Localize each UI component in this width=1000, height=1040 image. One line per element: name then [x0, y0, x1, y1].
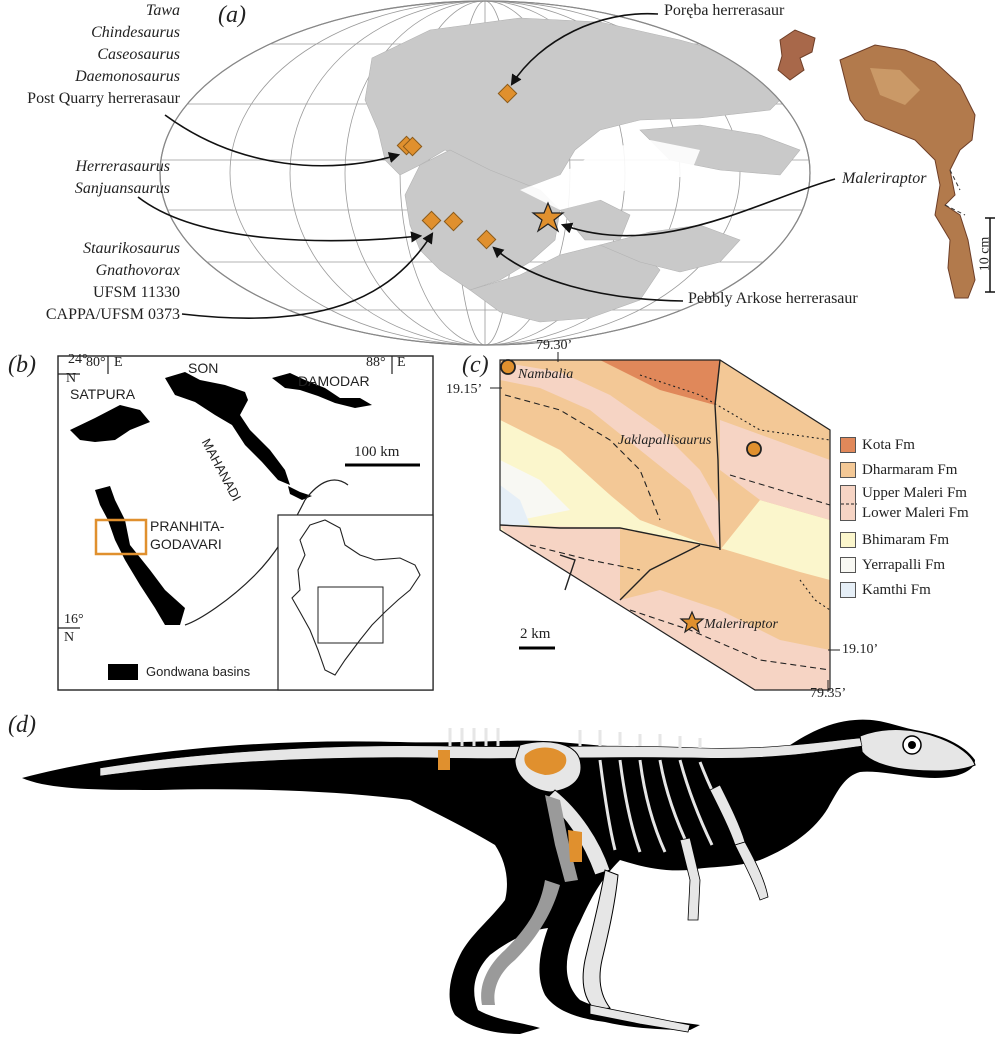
legend-kota: Kota Fm: [840, 435, 915, 455]
lon-80-e: E: [114, 355, 123, 370]
legend-dharmaram: Dharmaram Fm: [840, 460, 957, 480]
panel-d-letter: (d): [8, 712, 36, 738]
label-sanjuansaurus: Sanjuansaurus: [74, 180, 170, 197]
panel-a-letter: (a): [218, 2, 246, 28]
scale-2km: 2 km: [520, 626, 551, 642]
panel-c-letter: (c): [462, 352, 489, 378]
legend-kamthi: Kamthi Fm: [840, 580, 931, 600]
label-caseosaurus: Caseosaurus: [97, 46, 180, 63]
label-chindesaurus: Chindesaurus: [91, 24, 180, 41]
lon-79-30: 79.30’: [536, 338, 573, 353]
label-pebbly: Pebbly Arkose herrerasaur: [688, 290, 858, 307]
basin-satpura: SATPURA: [70, 386, 136, 402]
legend-text-bhimaram: Bhimaram Fm: [862, 531, 950, 548]
legend-text-kamthi: Kamthi Fm: [862, 581, 931, 598]
site-maleriraptor: Maleriraptor: [704, 617, 778, 632]
lat-19-15: 19.15’: [446, 382, 483, 397]
site-jaklapallisaurus: Jaklapallisaurus: [618, 433, 712, 448]
basin-pranhita: PRANHITA-: [150, 518, 225, 534]
label-daemonosaurus: Daemonosaurus: [75, 68, 180, 85]
legend-swatch-kota: [840, 437, 856, 453]
site-nambalia: Nambalia: [518, 367, 574, 382]
label-maleriraptor-a: Maleriraptor: [842, 170, 927, 187]
lon-88: 88°: [366, 355, 386, 370]
label-gnathovorax: Gnathovorax: [95, 262, 180, 279]
legend-swatch-bhimaram: [840, 532, 856, 548]
lon-79-35: 79.35’: [810, 686, 847, 701]
legend-swatch-kamthi: [840, 582, 856, 598]
label-tawa: Tawa: [145, 2, 180, 19]
label-ufsm-11330: UFSM 11330: [93, 284, 180, 301]
label-poreba: Poręba herrerasaur: [664, 2, 785, 19]
legend-text-kota: Kota Fm: [862, 436, 915, 453]
basin-damodar: DAMODAR: [298, 373, 370, 389]
lat-16-n: N: [64, 630, 75, 645]
lon-88-e: E: [397, 355, 406, 370]
legend-swatch-dharmaram: [840, 462, 856, 478]
lat-19-10: 19.10’: [842, 642, 879, 657]
basin-godavari: GODAVARI: [150, 536, 222, 552]
scale-100km: 100 km: [354, 444, 400, 460]
basin-son: SON: [188, 360, 219, 376]
legend-text-dharmaram: Dharmaram Fm: [862, 461, 958, 478]
legend-swatch-maleri: [840, 485, 857, 521]
label-staurikosaurus: Staurikosaurus: [83, 240, 180, 257]
legend-text-lower-maleri: Lower Maleri Fm: [862, 505, 969, 521]
legend-text-upper-maleri: Upper Maleri Fm: [862, 485, 967, 501]
lat-24-n: N: [66, 371, 77, 386]
legend-swatch-yerrapalli: [840, 557, 856, 573]
lat-24: 24°: [68, 352, 88, 367]
legend-gondwana: Gondwana basins: [146, 664, 251, 679]
label-post-quarry: Post Quarry herrerasaur: [27, 90, 180, 107]
lat-16: 16°: [64, 612, 84, 627]
label-herrerasaurus: Herrerasaurus: [75, 158, 170, 175]
legend-yerrapalli: Yerrapalli Fm: [840, 555, 945, 575]
legend-text-yerrapalli: Yerrapalli Fm: [862, 556, 946, 573]
legend-bhimaram: Bhimaram Fm: [840, 530, 949, 550]
lon-80: 80°: [86, 355, 106, 370]
label-cappa: CAPPA/UFSM 0373: [45, 306, 180, 323]
panel-b-letter: (b): [8, 352, 36, 378]
